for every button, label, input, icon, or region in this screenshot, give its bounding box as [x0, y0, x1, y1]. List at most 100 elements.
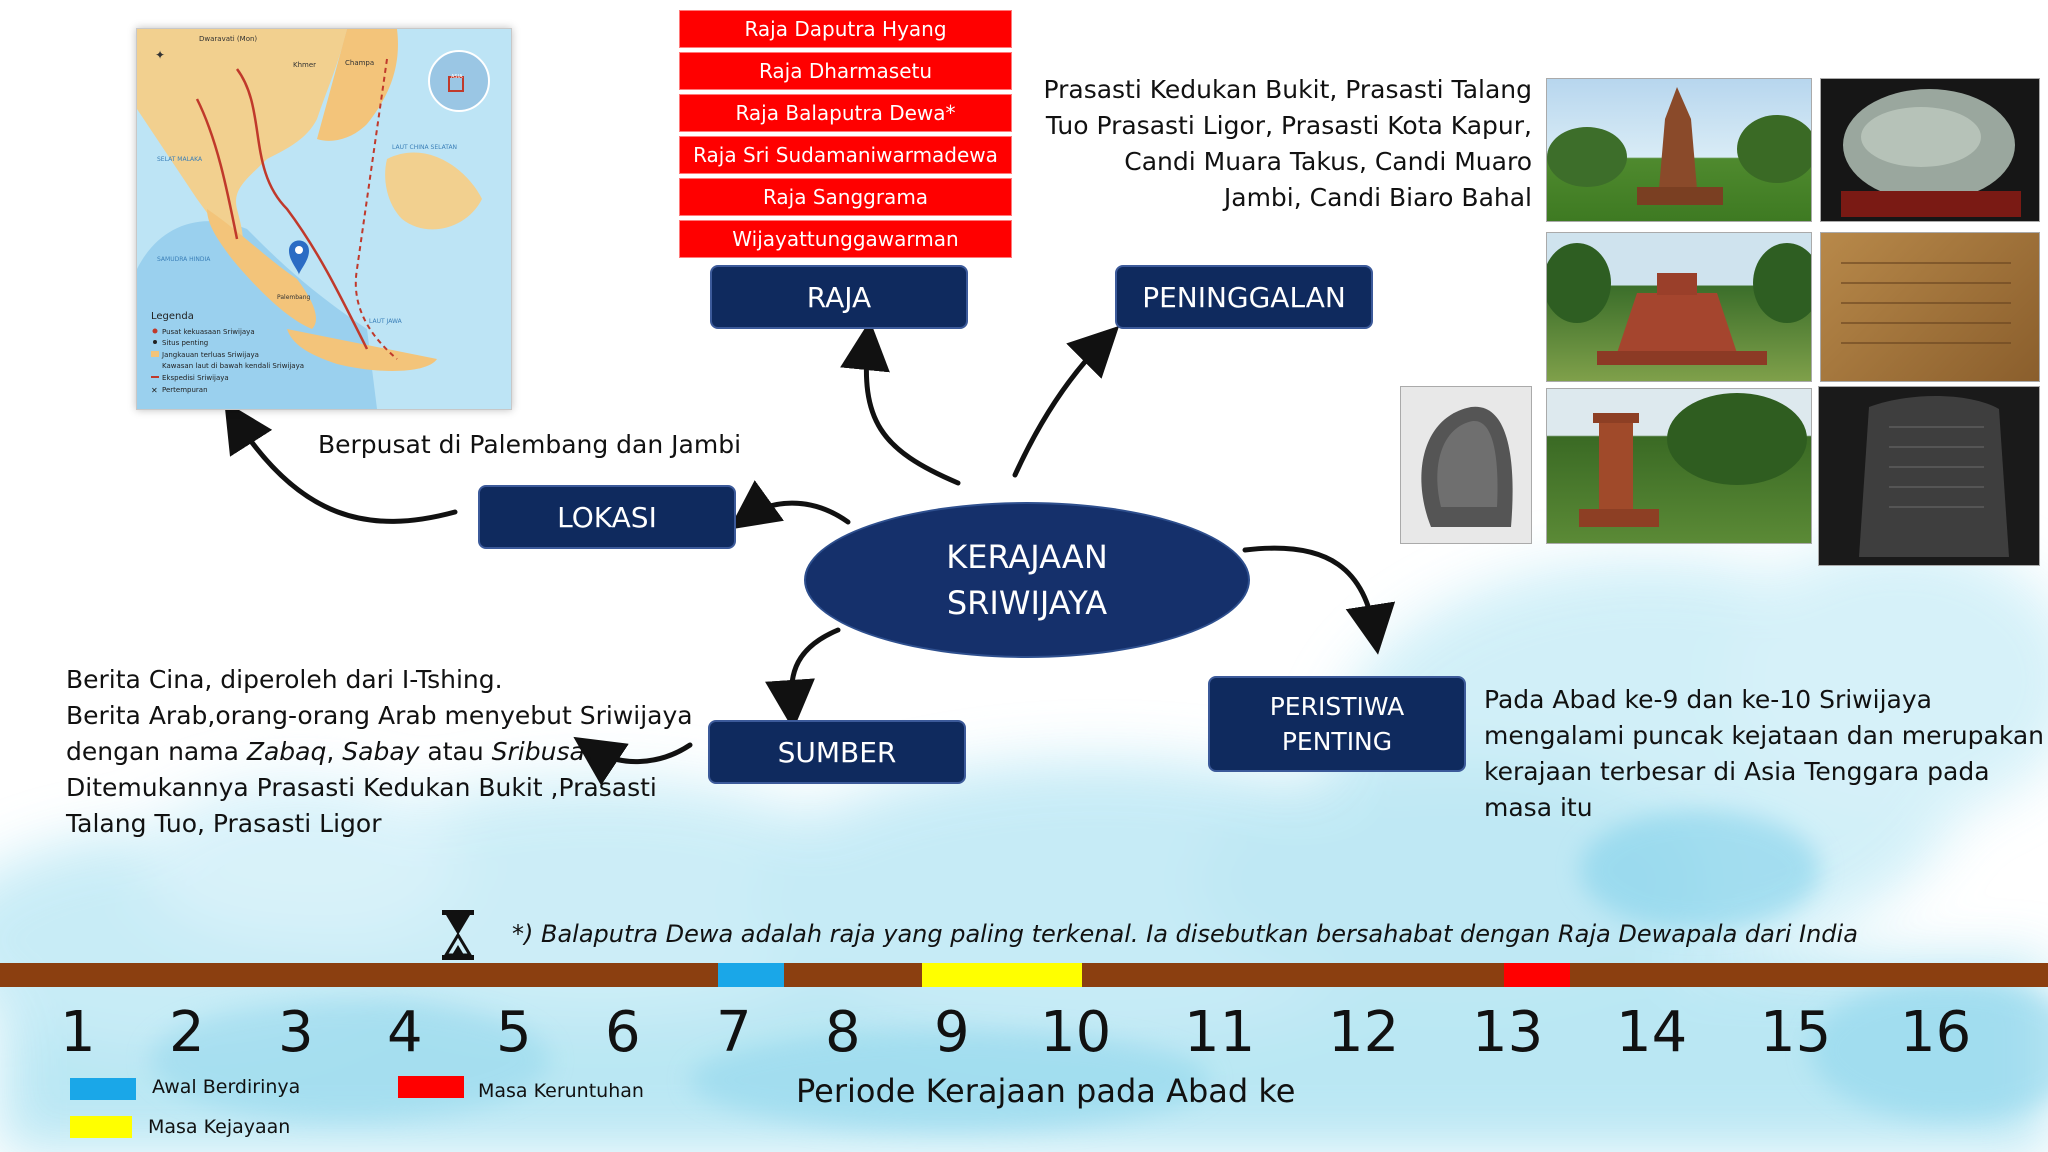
- node-raja[interactable]: RAJA: [710, 265, 968, 329]
- king-item-3: Raja Balaputra Dewa*: [679, 94, 1012, 132]
- svg-text:Ekspedisi Sriwijaya: Ekspedisi Sriwijaya: [162, 374, 229, 382]
- node-peristiwa-penting[interactable]: PERISTIWA PENTING: [1208, 676, 1466, 772]
- century-9: 9: [934, 1000, 970, 1065]
- svg-text:LAUT JAWA: LAUT JAWA: [369, 318, 403, 325]
- century-6: 6: [605, 1000, 641, 1065]
- arrow-to-map: [224, 401, 458, 524]
- photo-prasasti-stone-1: [1820, 78, 2040, 222]
- century-12: 12: [1328, 1000, 1400, 1065]
- king-item-1: Raja Daputra Hyang: [679, 10, 1012, 48]
- century-5: 5: [496, 1000, 532, 1065]
- peninggalan-text: Prasasti Kedukan Bukit, Prasasti Talang …: [1040, 72, 1532, 216]
- century-1: 1: [60, 1000, 96, 1065]
- king-item-4: Raja Sri Sudamaniwarmadewa: [679, 136, 1012, 174]
- legend-swatch-keruntuhan: [398, 1076, 464, 1098]
- legend-label-keruntuhan: Masa Keruntuhan: [478, 1080, 644, 1102]
- peninggalan-line-2: Tuo Prasasti Ligor, Prasasti Kota Kapur,: [1045, 111, 1532, 140]
- node-raja-label: RAJA: [806, 280, 872, 314]
- node-lokasi[interactable]: LOKASI: [478, 485, 736, 549]
- peninggalan-line-4: Jambi, Candi Biaro Bahal: [1223, 183, 1532, 212]
- sumber-text: Berita Cina, diperoleh dari I-Tshing. Be…: [66, 662, 693, 842]
- peristiwa-line-4: masa itu: [1484, 793, 1593, 822]
- photo-candi-muara-takus: [1546, 78, 1812, 222]
- svg-text:LAUT CHINA SELATAN: LAUT CHINA SELATAN: [392, 144, 457, 151]
- peninggalan-line-1: Prasasti Kedukan Bukit, Prasasti Talang: [1043, 75, 1532, 104]
- century-10: 10: [1040, 1000, 1112, 1065]
- arrow-to-sumber-text: [573, 736, 693, 786]
- footnote-text: *) Balaputra Dewa adalah raja yang palin…: [512, 920, 1858, 948]
- century-13: 13: [1472, 1000, 1544, 1065]
- king-item-6: Wijayattunggawarman: [679, 220, 1012, 258]
- timeline-caption: Periode Kerajaan pada Abad ke: [796, 1072, 1296, 1110]
- svg-text:Jangkauan terluas Sriwijaya: Jangkauan terluas Sriwijaya: [161, 351, 259, 359]
- photo-candi-biaro-bahal: [1546, 388, 1812, 544]
- svg-text:SELAT MALAKA: SELAT MALAKA: [157, 156, 203, 163]
- sriwijaya-map: Legenda Pusat kekuasaan Sriwijaya Situs …: [136, 28, 512, 410]
- legend-swatch-kejayaan: [70, 1116, 132, 1138]
- century-7: 7: [716, 1000, 752, 1065]
- svg-text:Legenda: Legenda: [151, 311, 194, 322]
- term-sribusa: Sribusa: [491, 737, 585, 766]
- center-title-line1: KERAJAAN: [946, 537, 1108, 576]
- peristiwa-line-1: Pada Abad ke-9 dan ke-10 Sriwijaya: [1484, 685, 1932, 714]
- century-11: 11: [1184, 1000, 1256, 1065]
- arrow-to-peninggalan: [1012, 325, 1120, 478]
- svg-text:Champa: Champa: [345, 59, 374, 67]
- century-4: 4: [387, 1000, 423, 1065]
- century-8: 8: [825, 1000, 861, 1065]
- legend-label-kejayaan: Masa Kejayaan: [148, 1116, 291, 1138]
- century-3: 3: [278, 1000, 314, 1065]
- center-title-line2: SRIWIJAYA: [946, 584, 1108, 622]
- svg-text:Palembang: Palembang: [277, 294, 311, 301]
- peninggalan-line-3: Candi Muara Takus, Candi Muaro: [1124, 147, 1532, 176]
- node-lokasi-label: LOKASI: [557, 500, 657, 534]
- timeline-segment-awal: [718, 963, 784, 987]
- node-peristiwa-line1: PERISTIWA: [1269, 692, 1405, 721]
- arrow-to-sumber: [765, 627, 841, 730]
- arrow-to-peristiwa: [1242, 545, 1396, 655]
- svg-text:Pertempuran: Pertempuran: [162, 386, 208, 394]
- node-sumber[interactable]: SUMBER: [708, 720, 966, 784]
- svg-text:ASIA: ASIA: [451, 74, 463, 80]
- svg-text:Situs penting: Situs penting: [162, 339, 208, 347]
- node-peninggalan-label: PENINGGALAN: [1142, 280, 1346, 314]
- peristiwa-line-2: mengalami puncak kejataan dan merupakan: [1484, 721, 2045, 750]
- photo-prasasti-stone-4: [1818, 386, 2040, 566]
- arrow-to-lokasi: [728, 480, 851, 530]
- sumber-line-5: Talang Tuo, Prasasti Ligor: [66, 809, 382, 838]
- photo-prasasti-stone-3: [1400, 386, 1532, 544]
- svg-text:Khmer: Khmer: [293, 61, 316, 69]
- century-2: 2: [169, 1000, 205, 1065]
- century-15: 15: [1760, 1000, 1832, 1065]
- node-sumber-label: SUMBER: [777, 735, 897, 769]
- svg-text:✕: ✕: [151, 386, 158, 395]
- hourglass-icon: [440, 910, 476, 960]
- svg-text:Pusat kekuasaan Sriwijaya: Pusat kekuasaan Sriwijaya: [162, 328, 255, 336]
- sumber-line-4: Ditemukannya Prasasti Kedukan Bukit ,Pra…: [66, 773, 657, 802]
- legend-label-awal: Awal Berdirinya: [152, 1076, 301, 1098]
- peristiwa-text: Pada Abad ke-9 dan ke-10 Sriwijaya menga…: [1484, 682, 2044, 826]
- arrow-to-raja: [840, 320, 961, 486]
- node-peninggalan[interactable]: PENINGGALAN: [1115, 265, 1373, 329]
- century-16: 16: [1900, 1000, 1972, 1065]
- lokasi-text: Berpusat di Palembang dan Jambi: [318, 430, 742, 459]
- term-zabaq: Zabaq: [246, 737, 327, 766]
- photo-prasasti-stone-2: [1820, 232, 2040, 382]
- center-kerajaan-sriwijaya[interactable]: KERAJAAN SRIWIJAYA: [804, 502, 1250, 658]
- sumber-line-3: dengan nama Zabaq, Sabay atau Sribusa.: [66, 737, 593, 766]
- century-14: 14: [1616, 1000, 1688, 1065]
- king-item-5: Raja Sanggrama: [679, 178, 1012, 216]
- svg-text:Kawasan laut di bawah kendali: Kawasan laut di bawah kendali Sriwijaya: [162, 362, 304, 370]
- sumber-line-1: Berita Cina, diperoleh dari I-Tshing.: [66, 665, 503, 694]
- king-item-2: Raja Dharmasetu: [679, 52, 1012, 90]
- svg-text:Dwaravati (Mon): Dwaravati (Mon): [199, 35, 257, 43]
- term-sabay: Sabay: [342, 737, 420, 766]
- timeline-segment-keruntuhan: [1504, 963, 1570, 987]
- sumber-line-2: Berita Arab,orang-orang Arab menyebut Sr…: [66, 701, 693, 730]
- svg-text:✦: ✦: [155, 48, 165, 62]
- legend-swatch-awal: [70, 1078, 136, 1100]
- timeline-segment-kejayaan: [922, 963, 1082, 987]
- peristiwa-line-3: kerajaan terbesar di Asia Tenggara pada: [1484, 757, 1990, 786]
